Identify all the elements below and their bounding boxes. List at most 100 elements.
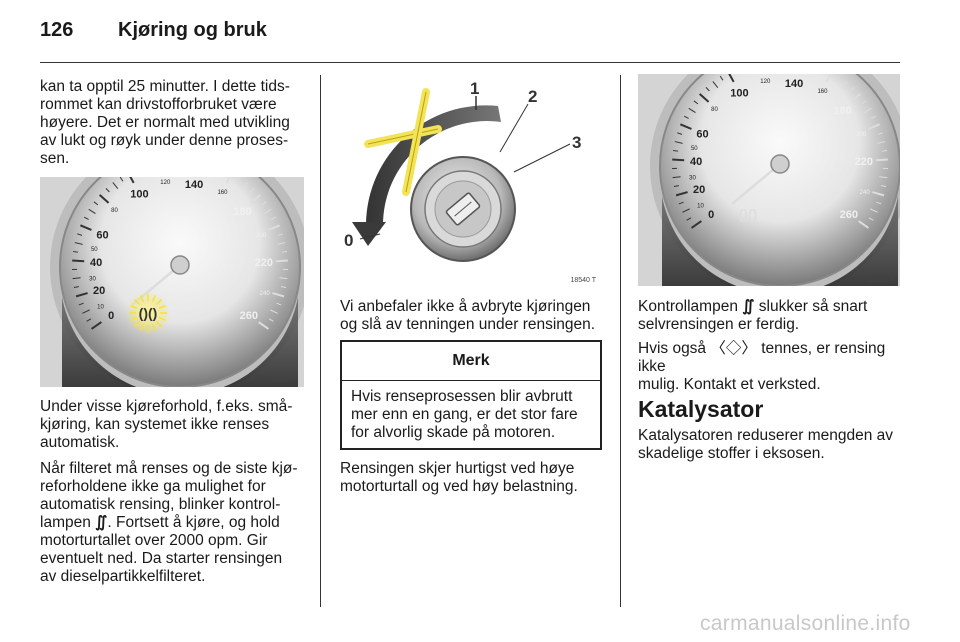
engine-check-icon: 〈◇〉 — [710, 340, 757, 357]
speed-label: 120 — [760, 79, 771, 85]
watermark: carmanualsonline.info — [700, 612, 911, 635]
svg-text:()(): ()() — [139, 305, 158, 321]
position-label-1: 1 — [470, 79, 479, 98]
tick-mark — [268, 224, 281, 231]
text-line: høyere. Det er normalt med utvikling — [40, 114, 290, 131]
position-label-2: 2 — [528, 87, 537, 106]
tick-mark — [864, 107, 872, 113]
tick-mark — [836, 75, 841, 81]
text-fragment: Kontrollampen — [638, 298, 743, 315]
tick-mark — [276, 302, 282, 306]
tick-mark — [881, 185, 887, 188]
speed-label: 160 — [817, 89, 828, 95]
dpf-lamp-icon: ∬ — [95, 514, 108, 531]
tick-mark — [72, 277, 81, 280]
tick-mark — [673, 149, 679, 152]
note-body: Hvis renseprosessen blir avbrutt mer enn… — [342, 381, 600, 449]
col3-paragraph-2: Hvis også 〈◇〉 tennes, er rensing ikke mu… — [638, 340, 903, 394]
tick-mark — [693, 100, 699, 105]
tick-mark — [88, 208, 96, 214]
text-line: mulig. Kontakt et verksted. — [638, 376, 821, 393]
tick-mark — [877, 132, 883, 135]
text-fragment: lampen — [40, 514, 96, 531]
tick-mark — [850, 87, 855, 92]
speed-label: 40 — [690, 156, 702, 168]
speed-label: 30 — [89, 276, 96, 282]
page-number: 126 — [40, 19, 74, 41]
position-label-3: 3 — [572, 133, 581, 152]
tick-mark — [75, 292, 88, 298]
tick-mark — [677, 132, 683, 135]
speed-label: 180 — [833, 105, 851, 117]
svg-text:()(): ()() — [739, 206, 758, 222]
column-separator-2 — [620, 75, 621, 607]
flash-ray — [158, 316, 166, 321]
speed-label: 260 — [840, 209, 858, 221]
text-line: kjøring, kan systemet ikke renses — [40, 416, 270, 433]
tick-mark — [83, 216, 89, 220]
needle-hub — [770, 154, 790, 174]
speed-label: 30 — [689, 175, 696, 181]
tick-mark — [698, 93, 710, 103]
tick-mark — [112, 182, 119, 190]
tick-mark — [86, 318, 92, 322]
tick-mark — [688, 107, 696, 113]
tick-mark — [871, 115, 877, 119]
tick-mark — [675, 191, 688, 197]
speed-label: 40 — [90, 257, 102, 269]
dpf-lamp-icon: ∬ — [742, 298, 755, 315]
flash-ray — [140, 295, 145, 303]
flash-ray — [134, 320, 141, 327]
speedometer-ticks — [672, 74, 888, 229]
tick-mark — [879, 176, 888, 179]
text-line: Katalysatoren reduserer mengden av — [638, 427, 894, 444]
speed-label: 10 — [697, 204, 704, 210]
speed-label: 20 — [693, 184, 705, 196]
speedometer-ticks — [72, 177, 288, 330]
speed-label: 80 — [711, 107, 718, 113]
page-title: Kjøring og bruk — [118, 19, 267, 41]
tick-mark — [270, 309, 278, 314]
tick-mark — [719, 75, 724, 81]
flash-ray — [134, 299, 141, 306]
tick-mark — [728, 74, 735, 83]
flash-ray — [158, 305, 166, 310]
tick-mark — [712, 81, 719, 89]
text-line: Hvis også 〈◇〉 tennes, er rensing ikke — [638, 340, 903, 376]
tick-mark — [872, 191, 885, 197]
col3-paragraph-1: Kontrollampen ∬ slukker så snart selvren… — [638, 298, 903, 334]
speed-label: 200 — [256, 233, 267, 239]
text-fragment: slukker så snart — [754, 298, 868, 315]
tick-mark — [277, 242, 286, 245]
tick-mark — [73, 250, 79, 253]
needle-hub — [170, 255, 190, 275]
tick-mark — [279, 277, 288, 280]
text-line: mer enn en gang, er det stor fare — [351, 406, 578, 423]
text-line: for alvorlig skade på motoren. — [351, 424, 556, 441]
tick-mark — [281, 286, 287, 289]
figure-id: 18537 T — [272, 377, 298, 384]
tick-mark — [271, 216, 277, 220]
tick-mark — [861, 100, 867, 105]
speed-label: 220 — [255, 257, 273, 269]
tick-mark — [258, 321, 270, 330]
tick-mark — [241, 182, 248, 190]
tick-mark — [78, 302, 84, 306]
tick-mark — [841, 81, 848, 89]
flash-ray — [155, 299, 162, 306]
tick-mark — [277, 233, 283, 236]
note-box: Merk Hvis renseprosessen blir avbrutt me… — [340, 340, 602, 450]
speed-label: 200 — [856, 132, 867, 138]
speed-label: 100 — [130, 188, 148, 200]
tick-mark — [261, 201, 267, 206]
text-line: Under visse kjøreforhold, f.eks. små- — [40, 398, 293, 415]
tick-mark — [105, 188, 110, 193]
tick-mark — [686, 217, 692, 221]
speed-label: 10 — [97, 305, 104, 311]
col2-paragraph-1: Vi anbefaler ikke å avbryte kjøringen og… — [340, 298, 615, 334]
dpf-warning-icon: ()() — [139, 305, 158, 321]
figure-id: 18540 T — [570, 277, 596, 284]
